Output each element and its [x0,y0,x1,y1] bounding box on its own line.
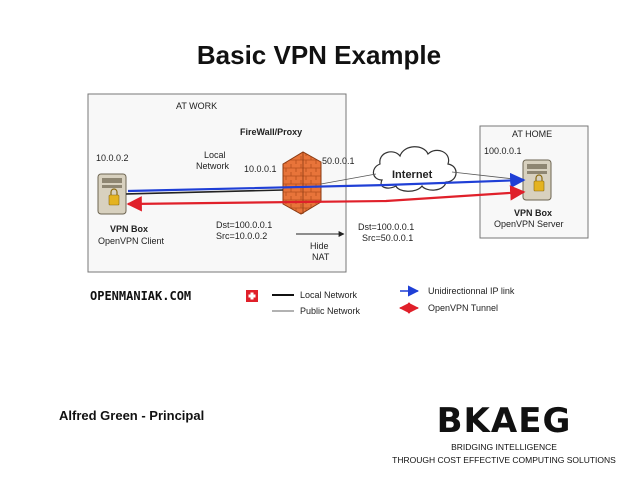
packet-outside-src: Src=50.0.0.1 [362,233,413,243]
company-tagline-1: BRIDGING INTELLIGENCE [451,442,557,452]
company-tagline-2: THROUGH COST EFFECTIVE COMPUTING SOLUTIO… [392,455,616,465]
client-computer-icon [97,173,127,215]
client-ip: 10.0.0.2 [96,153,129,163]
home-zone-label: AT HOME [512,129,552,139]
legend-ip-link-label: Unidirectionnal IP link [428,286,515,296]
server-computer-icon [522,159,552,201]
server-name: VPN Box [514,208,552,218]
local-network-label: Local [204,150,226,160]
vpn-diagram: AT WORK AT HOME FireWall/Proxy Local Net… [87,93,589,316]
source-logo: OPENMANIAK.COM [90,289,191,303]
firewall-label: FireWall/Proxy [240,127,302,137]
firewall-outer-ip: 50.0.0.1 [322,156,355,166]
presenter-credit: Alfred Green - Principal [59,408,205,423]
internet-label: Internet [392,169,433,181]
slide-title: Basic VPN Example [196,40,442,70]
legend-public-label: Public Network [300,306,361,316]
firewall-inner-ip: 10.0.0.1 [244,164,277,174]
company-logo-text: BKAEG [437,401,572,441]
work-zone-label: AT WORK [176,101,217,111]
legend-local-label: Local Network [300,290,358,300]
legend-tunnel-label: OpenVPN Tunnel [428,303,498,313]
vpn-tunnel-arrow [126,185,526,212]
packet-inside-src: Src=10.0.0.2 [216,231,267,241]
public-network-line-1 [320,173,377,185]
company-logo: BKAEG BRIDGING INTELLIGENCE THROUGH COST… [392,401,616,465]
client-subtitle: OpenVPN Client [98,236,165,246]
nat-label-2: NAT [312,252,330,262]
packet-inside-dst: Dst=100.0.0.1 [216,220,272,230]
local-network-label-2: Network [196,161,230,171]
swiss-flag-icon [246,290,258,302]
firewall-icon [282,151,322,215]
server-ip: 100.0.0.1 [484,146,522,156]
packet-outside-dst: Dst=100.0.0.1 [358,222,414,232]
client-name: VPN Box [110,224,148,234]
server-subtitle: OpenVPN Server [494,219,564,229]
nat-label: Hide [310,241,329,251]
